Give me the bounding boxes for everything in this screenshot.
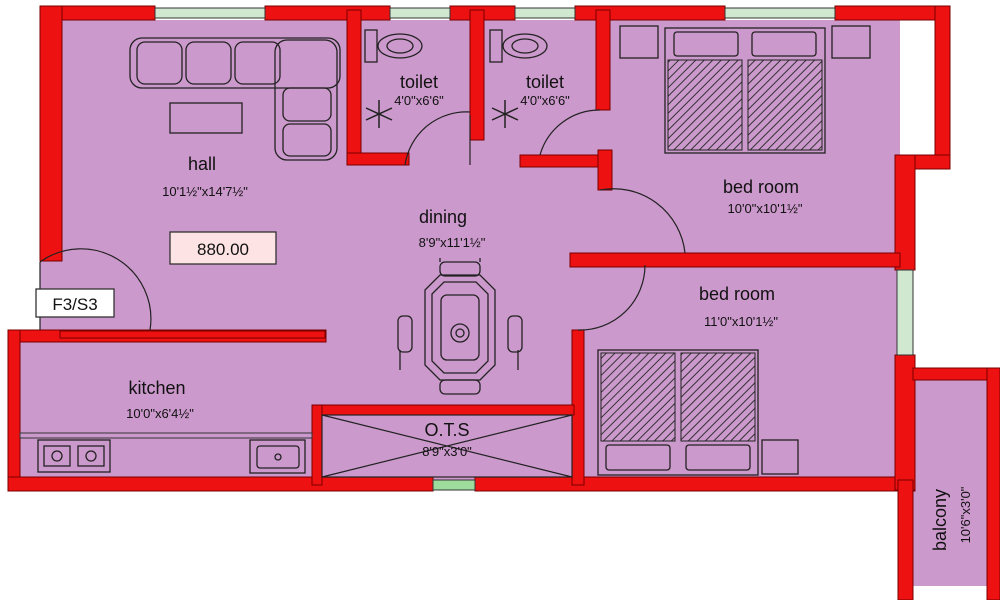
wall-hall-partition bbox=[59, 330, 326, 339]
nightstand bbox=[761, 439, 799, 475]
room-dims-bedroom-1: 10'0"x10'1½" bbox=[728, 201, 803, 216]
nightstand bbox=[831, 25, 871, 59]
window-top-bed1 bbox=[724, 7, 836, 19]
wall-top-mid1 bbox=[264, 5, 391, 21]
wall-bed1-bottom bbox=[569, 252, 901, 268]
bed-icon bbox=[664, 27, 826, 154]
room-name-bedroom-2: bed room bbox=[699, 284, 775, 304]
wall-right-top bbox=[934, 5, 951, 167]
wall-toilet1-left bbox=[346, 9, 362, 166]
window-bottom-ots bbox=[432, 479, 476, 491]
nightstand bbox=[619, 25, 659, 59]
wall-toilets-div bbox=[469, 9, 485, 141]
door-toilet2 bbox=[539, 109, 601, 156]
room-dims-hall: 10'1½"x14'7½" bbox=[162, 184, 248, 199]
wall-balcony-top bbox=[912, 367, 1000, 381]
wall-ots-top bbox=[311, 404, 575, 416]
wall-bottom-left bbox=[7, 476, 434, 492]
room-dims-ots: 8'9"x3'0" bbox=[422, 444, 472, 459]
room-dims-kitchen: 10'0"x6'4½" bbox=[126, 406, 194, 421]
room-dims-dining: 8'9"x11'1½" bbox=[419, 235, 486, 250]
door-bedroom1 bbox=[599, 188, 686, 254]
sink-icon bbox=[249, 439, 306, 474]
room-dims-toilet-2: 4'0"x6'6" bbox=[520, 93, 570, 108]
room-name-toilet-1: toilet bbox=[400, 72, 438, 92]
room-name-toilet-2: toilet bbox=[526, 72, 564, 92]
kitchen-counter bbox=[19, 432, 313, 439]
door-bedroom2 bbox=[577, 264, 646, 331]
windows bbox=[154, 7, 914, 491]
wall-balcony-left bbox=[897, 479, 914, 600]
wall-ots-left bbox=[311, 404, 323, 486]
wall-bed1-left bbox=[597, 149, 613, 191]
area-badge: 880.00 bbox=[197, 240, 249, 259]
window-top-toilet2 bbox=[514, 7, 576, 19]
ots-duct bbox=[321, 414, 573, 478]
room-name-bedroom-1: bed room bbox=[723, 177, 799, 197]
area-badge-box bbox=[169, 231, 277, 265]
wall-left-upper bbox=[39, 5, 63, 262]
room-dims-toilet-1: 4'0"x6'6" bbox=[394, 93, 444, 108]
wall-balcony-right bbox=[986, 367, 1000, 600]
room-name-kitchen: kitchen bbox=[128, 378, 185, 398]
coffee-table bbox=[169, 102, 243, 134]
wall-bottom-right bbox=[474, 476, 916, 492]
wall-toilet2-right bbox=[595, 9, 611, 111]
sofa bbox=[129, 37, 341, 161]
floor-fill bbox=[18, 20, 987, 586]
wall-kitchen-left bbox=[7, 329, 21, 491]
room-name-hall: hall bbox=[188, 154, 216, 174]
room-dims-balcony: 10'6"x3'0" bbox=[958, 486, 973, 543]
wall-top-right bbox=[834, 5, 951, 21]
commode-icon bbox=[364, 29, 423, 63]
door-toilet1 bbox=[404, 111, 471, 166]
dining-table-icon bbox=[397, 258, 523, 395]
wall-toilet1-bottom bbox=[346, 152, 410, 166]
stove-icon bbox=[37, 439, 111, 473]
unit-tag: F3/S3 bbox=[52, 295, 97, 314]
commode-icon bbox=[489, 29, 548, 63]
room-name-balcony: balcony bbox=[930, 489, 950, 551]
wall-toilet2-bottom bbox=[519, 154, 611, 168]
shower-icon bbox=[365, 100, 519, 128]
door-swings bbox=[39, 109, 686, 331]
unit-tag-box bbox=[35, 288, 115, 318]
window-top-hall bbox=[154, 7, 266, 19]
window-right-bed2 bbox=[896, 269, 914, 356]
room-name-dining: dining bbox=[419, 207, 467, 227]
bed-icon bbox=[597, 349, 759, 476]
window-top-toilet1 bbox=[389, 7, 451, 19]
room-dims-bedroom-2: 11'0"x10'1½" bbox=[704, 314, 778, 329]
wall-right-low bbox=[894, 354, 916, 491]
room-name-ots: O.T.S bbox=[424, 420, 469, 440]
